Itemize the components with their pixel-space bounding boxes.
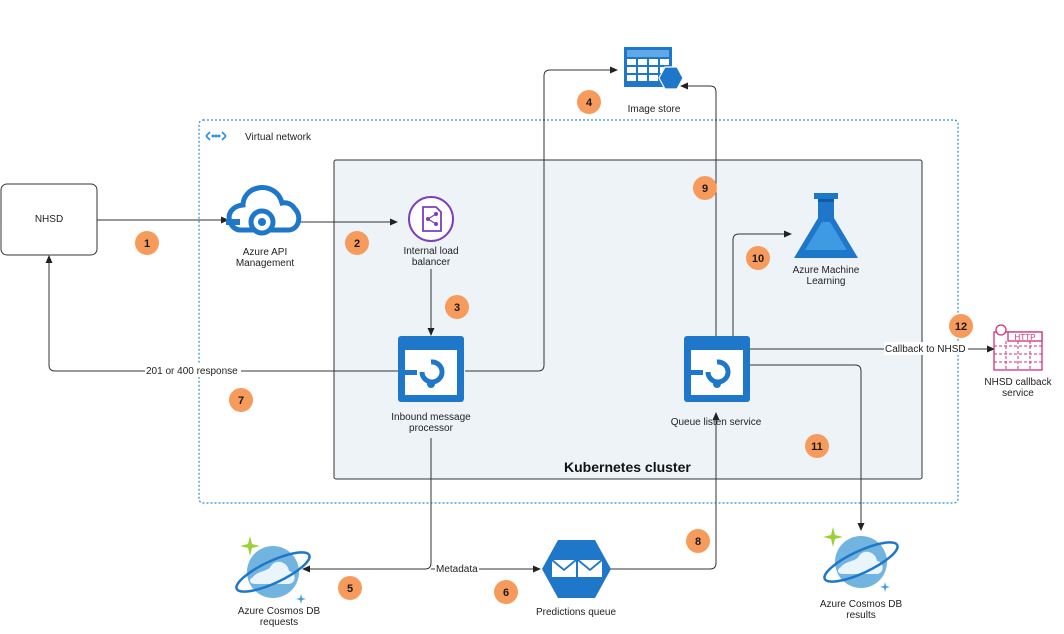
callback-label-line2: service — [1002, 388, 1034, 399]
node-cosmos-db-results: Azure Cosmos DB results — [820, 527, 903, 621]
step-badge-5 — [338, 576, 362, 600]
step-badge-4-label: 4 — [586, 97, 593, 109]
node-api-management: Azure API Management — [226, 185, 302, 269]
aml-label-line1: Azure Machine — [793, 265, 860, 276]
ilb-label-line2: balancer — [412, 257, 451, 268]
step-badge-4 — [577, 90, 601, 114]
edge-inbound-to-cosmos-requests — [302, 438, 432, 573]
edge-label-metadata: Metadata — [436, 564, 478, 575]
cloud-api-icon — [226, 185, 302, 236]
cosmos-requests-label-line1: Azure Cosmos DB — [238, 606, 321, 617]
http-icon: HTTP — [993, 324, 1043, 371]
step-badge-6 — [494, 580, 518, 604]
cosmos-results-label-line1: Azure Cosmos DB — [820, 599, 903, 610]
nhsd-label: NHSD — [35, 214, 63, 225]
node-predictions-queue: Predictions queue — [536, 540, 616, 618]
step-badge-7 — [229, 388, 253, 412]
storage-table-icon — [624, 47, 684, 90]
queue-listen-label: Queue listen service — [671, 417, 762, 428]
edge-listen-to-cosmos-results — [750, 364, 865, 531]
flask-icon — [794, 193, 858, 258]
cosmos-results-label-line2: results — [846, 610, 875, 621]
cluster-label: Kubernetes cluster — [564, 459, 691, 475]
predictions-queue-label: Predictions queue — [536, 607, 616, 618]
node-queue-listen-service: Queue listen service — [671, 336, 762, 428]
inbound-label-line2: processor — [409, 423, 454, 434]
image-store-label: Image store — [628, 104, 681, 115]
kubernetes-cluster-boundary — [333, 159, 923, 480]
step-badge-1-label: 1 — [144, 238, 150, 250]
vnet-label: Virtual network — [245, 132, 312, 143]
step-badge-10 — [746, 246, 770, 270]
http-icon-text: HTTP — [1015, 333, 1036, 342]
load-balancer-icon — [408, 196, 454, 242]
cosmos-db-icon — [235, 536, 311, 604]
vnet-boundary — [198, 119, 959, 504]
edge-label-callback: Callback to NHSD — [885, 344, 966, 355]
step-badge-11 — [805, 434, 829, 458]
node-internal-load-balancer: Internal load balancer — [403, 196, 459, 268]
apim-label-line1: Azure API — [243, 247, 287, 258]
node-nhsd-callback-service: HTTP NHSD callback service — [984, 324, 1053, 399]
cosmos-requests-label-line2: requests — [260, 617, 298, 628]
aml-label-line2: Learning — [807, 276, 846, 287]
edge-label-response: 201 or 400 response — [146, 366, 238, 377]
step-badge-10-label: 10 — [752, 253, 764, 265]
step-badge-11-label: 11 — [811, 441, 823, 453]
step-badge-5-label: 5 — [347, 583, 353, 595]
step-badge-8 — [686, 529, 710, 553]
edge-queue-to-listen-service — [610, 412, 720, 570]
step-badge-3 — [445, 295, 469, 319]
inbound-label-line1: Inbound message — [391, 412, 471, 423]
cosmos-db-icon — [823, 527, 899, 592]
step-badge-2-label: 2 — [354, 238, 360, 250]
step-badge-3-label: 3 — [454, 302, 460, 314]
step-badge-9 — [693, 176, 717, 200]
node-image-store: Image store — [624, 47, 684, 115]
step-badge-9-label: 9 — [702, 183, 708, 195]
edge-listen-to-image-store — [680, 82, 717, 336]
ilb-label-line1: Internal load — [403, 246, 458, 257]
step-badge-1 — [135, 231, 159, 255]
node-azure-machine-learning: Azure Machine Learning — [793, 193, 860, 287]
app-service-icon — [398, 336, 464, 402]
step-badge-8-label: 8 — [695, 536, 701, 548]
app-service-icon — [684, 336, 750, 402]
step-badge-6-label: 6 — [503, 587, 509, 599]
edge-inbound-to-image-store — [465, 66, 618, 372]
apim-label-line2: Management — [236, 258, 295, 269]
callback-label-line1: NHSD callback — [984, 377, 1052, 388]
node-inbound-message-processor: Inbound message processor — [391, 336, 471, 434]
step-badge-12 — [949, 314, 973, 338]
edge-listen-to-aml — [732, 230, 792, 336]
step-badge-12-label: 12 — [955, 321, 967, 333]
node-cosmos-db-requests: Azure Cosmos DB requests — [235, 536, 321, 628]
queue-icon — [542, 540, 611, 598]
step-badge-2 — [345, 231, 369, 255]
vnet-icon — [205, 131, 227, 141]
edge-inbound-to-nhsd-response — [45, 255, 398, 372]
node-nhsd: NHSD — [0, 183, 98, 256]
step-badge-7-label: 7 — [238, 395, 244, 407]
